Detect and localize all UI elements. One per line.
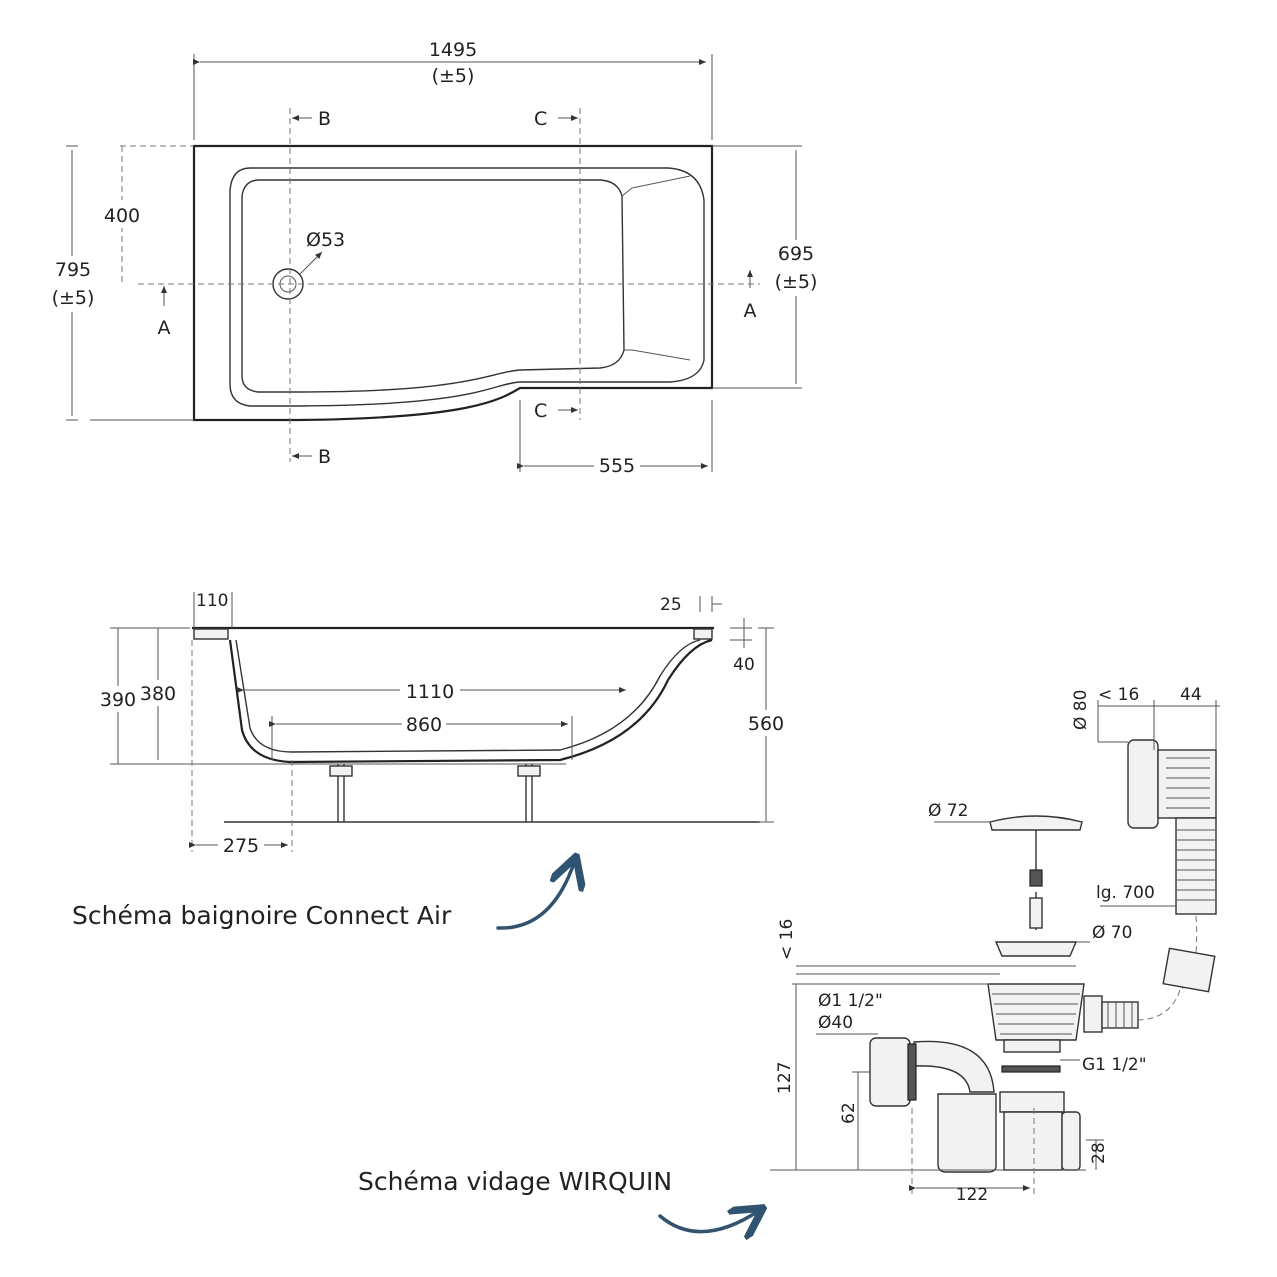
trap-body xyxy=(937,1093,997,1173)
bath-basin-outline xyxy=(229,167,705,407)
stopper-screw xyxy=(1029,897,1043,929)
rim-right-label: 25 xyxy=(660,595,682,615)
right-height-label: 695 xyxy=(778,243,814,265)
bath-outline xyxy=(192,144,714,422)
outlet-inch-label: Ø1 1/2" xyxy=(818,991,883,1011)
section-b-top: B xyxy=(318,108,331,130)
drain-caption: Schéma vidage WIRQUIN xyxy=(358,1167,672,1196)
drain-offset-label: 275 xyxy=(223,835,259,857)
bath-side-view: 110 25 40 390 380 560 1110 860 xyxy=(98,591,786,858)
drain-kit-diagram: Ø 80 < 16 44 lg. 700 Ø 72 Ø 70 < 16 G1 1… xyxy=(770,685,1220,1205)
width-tolerance: (±5) xyxy=(432,65,475,87)
drain-gasket xyxy=(1001,1065,1061,1073)
trap-height-label: 28 xyxy=(1089,1142,1109,1164)
total-height-label: 560 xyxy=(748,713,784,735)
section-a-left: A xyxy=(158,317,171,339)
drain-height-label: 127 xyxy=(775,1062,795,1094)
overflow-connector xyxy=(1101,1001,1139,1029)
overflow-depth-label: < 16 xyxy=(1098,685,1139,705)
section-c-top: C xyxy=(534,108,547,130)
bath-caption: Schéma baignoire Connect Air xyxy=(72,901,452,930)
strainer-diameter-label: Ø 70 xyxy=(1092,923,1132,943)
width-label: 1495 xyxy=(429,39,477,61)
rim-thickness-label: 40 xyxy=(733,655,755,675)
drain-body xyxy=(987,983,1085,1041)
backrest-line xyxy=(621,175,691,361)
height-label: 795 xyxy=(55,259,91,281)
elbow-pipe xyxy=(913,1040,995,1093)
side-depth-label: < 16 xyxy=(777,919,797,960)
overflow-width-label: 44 xyxy=(1180,685,1202,705)
outlet-mm-label: Ø40 xyxy=(818,1013,853,1033)
floor-length-label: 860 xyxy=(406,714,442,736)
waste-outlet xyxy=(869,1037,911,1107)
hose-segment xyxy=(1162,947,1216,993)
strainer-flange xyxy=(994,941,1078,957)
inner-length-label: 1110 xyxy=(406,681,454,703)
section-a-right: A xyxy=(744,300,757,322)
right-height-tolerance: (±5) xyxy=(775,271,818,293)
overflow-hose xyxy=(1175,817,1217,915)
caption-arrow-drain xyxy=(658,1210,760,1232)
thread-size-label: G1 1/2" xyxy=(1082,1055,1147,1075)
bath-top-view: Ø53 1495 (±5) 795 (±5) 400 695 (±5) xyxy=(50,39,822,478)
offset-400-label: 400 xyxy=(104,205,140,227)
rim-left-label: 110 xyxy=(196,591,228,611)
drain-diameter-label: Ø53 xyxy=(306,229,345,251)
stopper-cap xyxy=(989,815,1083,831)
caption-arrow-bath xyxy=(496,860,575,930)
overflow-plate xyxy=(1127,739,1159,829)
bath-shell-outer xyxy=(228,638,713,764)
hose-length-label: lg. 700 xyxy=(1096,883,1155,903)
bath-shell-inner xyxy=(235,639,701,753)
section-b-bottom: B xyxy=(318,446,331,468)
height-390-label: 390 xyxy=(100,689,136,711)
bath-basin-inner xyxy=(241,179,625,393)
section-c-bottom: C xyxy=(534,400,547,422)
length-555-label: 555 xyxy=(599,455,635,477)
overflow-diameter-label: Ø 80 xyxy=(1071,690,1091,730)
overflow-body xyxy=(1157,749,1217,819)
outlet-height-label: 62 xyxy=(839,1102,859,1124)
trap-width-label: 122 xyxy=(956,1185,988,1205)
height-380-label: 380 xyxy=(140,683,176,705)
stopper-diameter-label: Ø 72 xyxy=(928,801,968,821)
height-tolerance: (±5) xyxy=(52,287,95,309)
